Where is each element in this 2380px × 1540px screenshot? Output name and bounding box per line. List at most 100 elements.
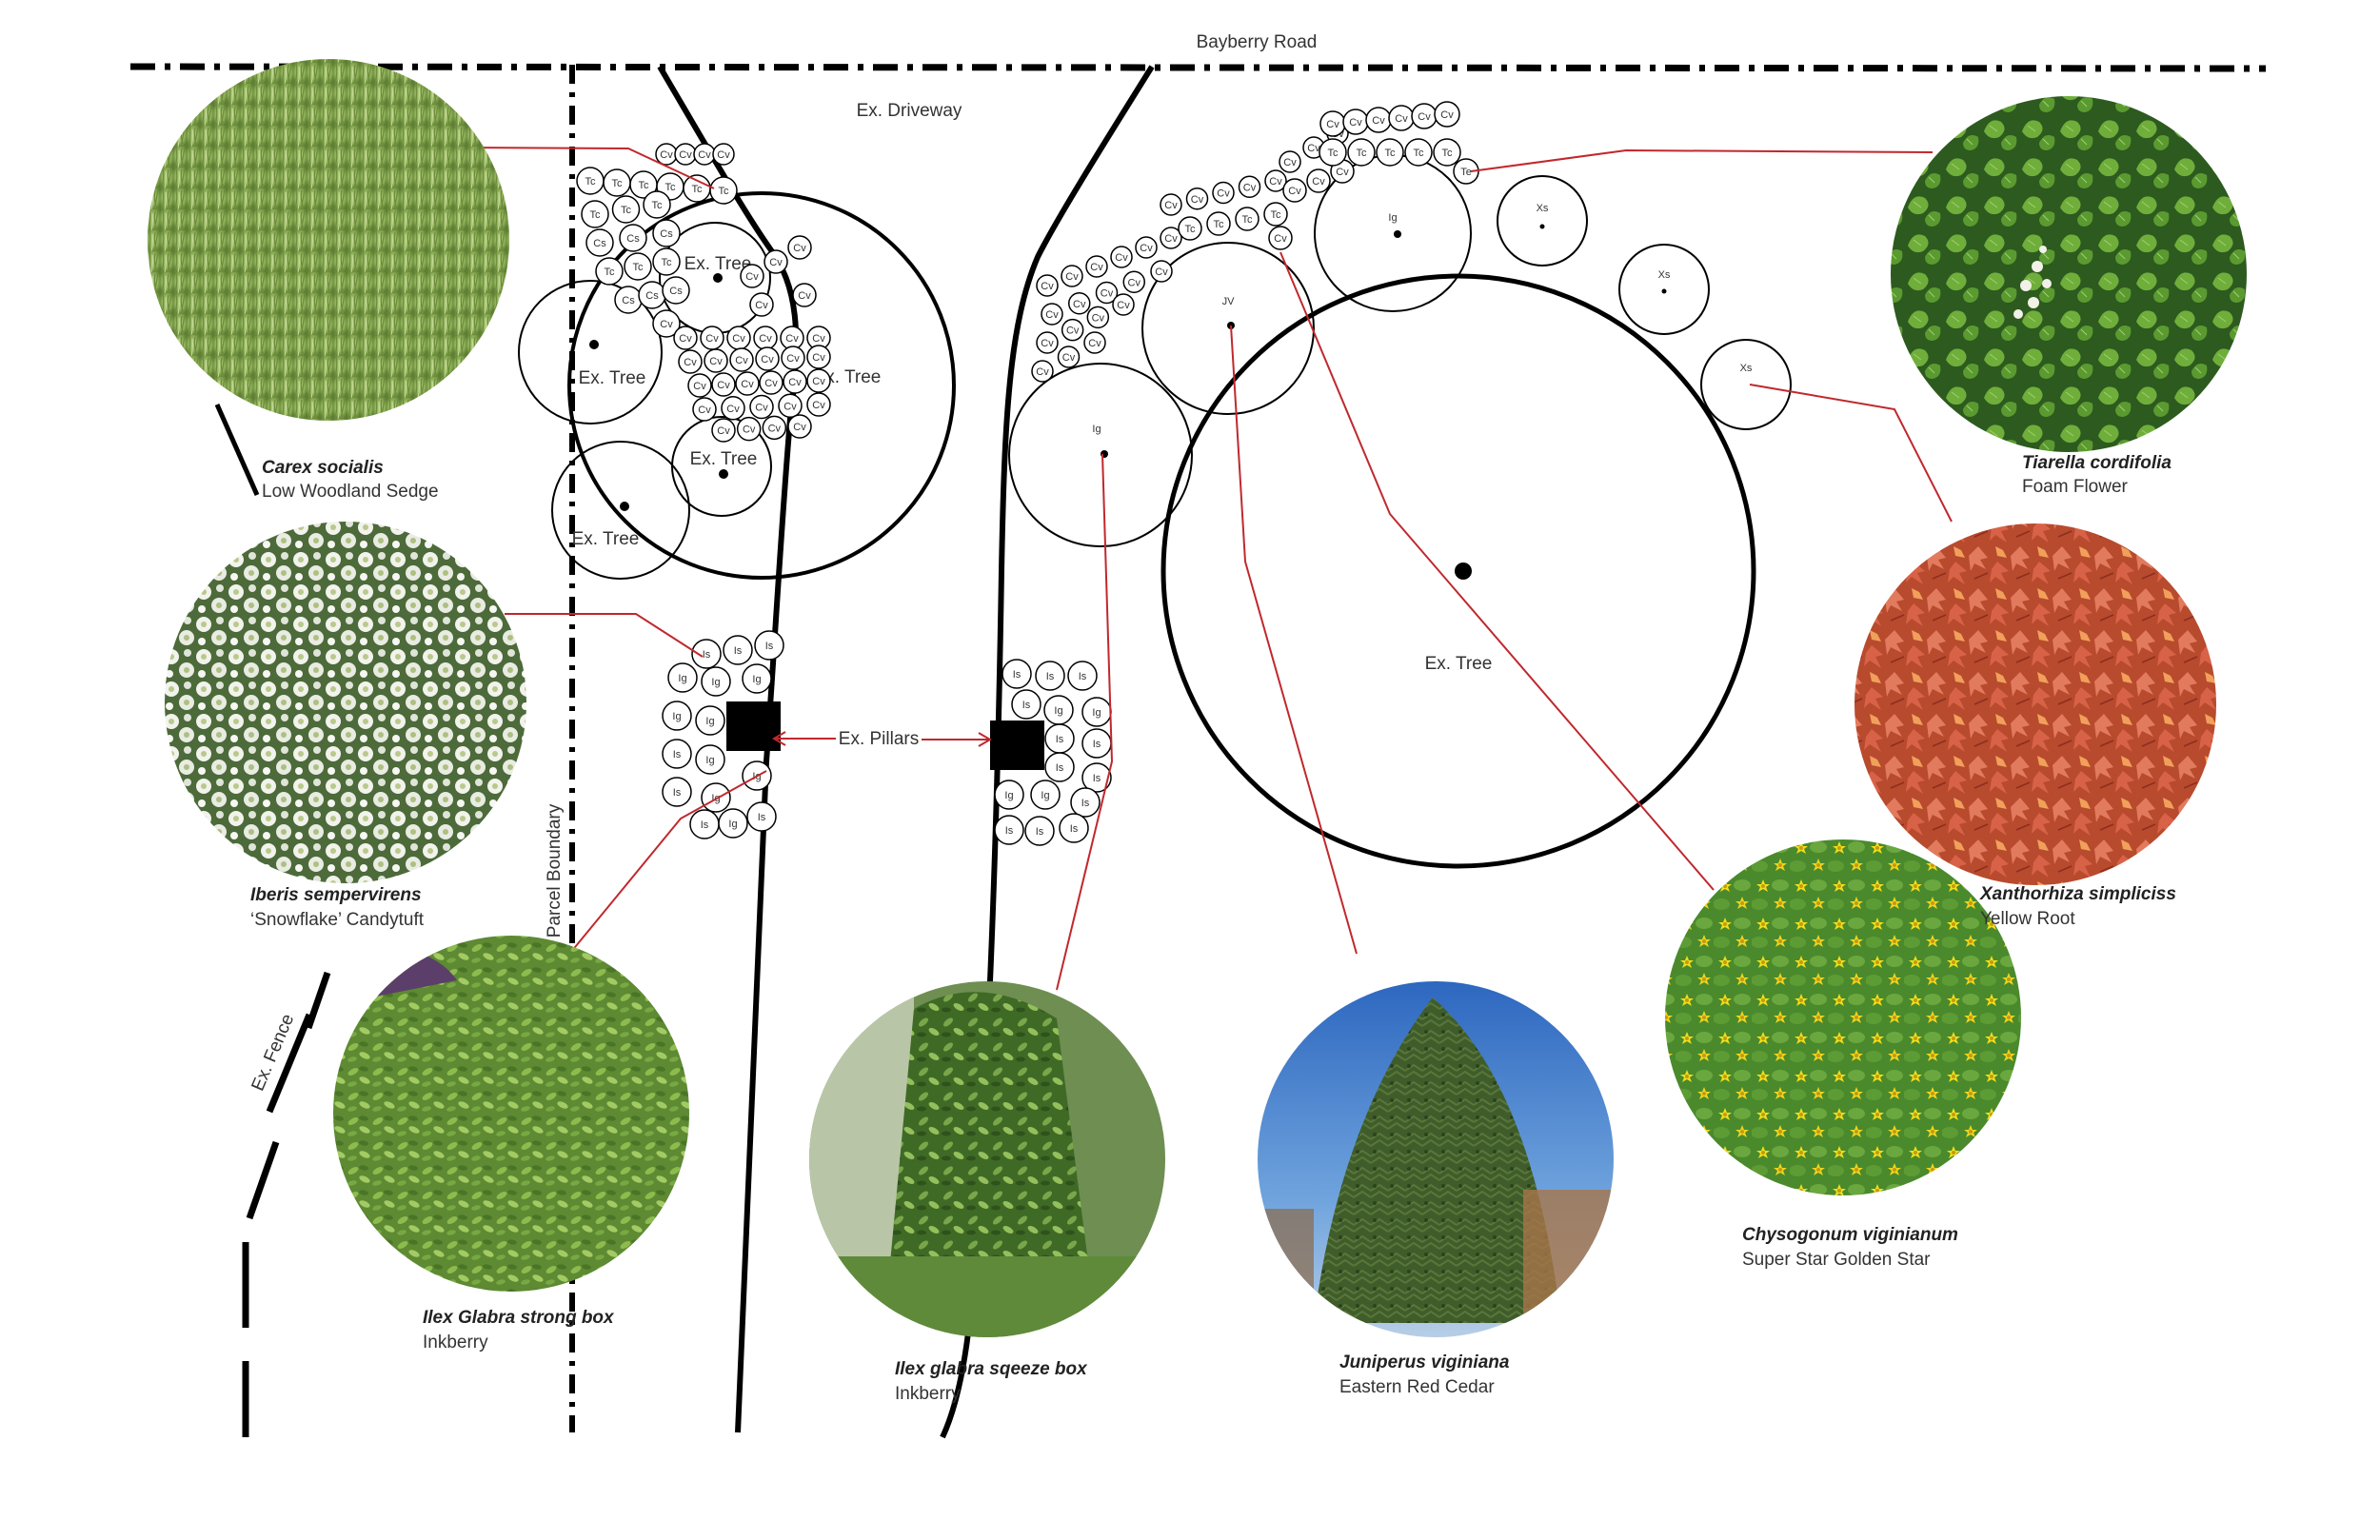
groundcover-plant-circle: [652, 309, 681, 338]
groundcover-plant-code: Cv: [768, 423, 782, 434]
groundcover-plant-circle: [662, 701, 692, 731]
svg-text:Ilex glabra sqeeze box: Ilex glabra sqeeze box: [895, 1359, 1088, 1379]
carex-pointer: [214, 403, 260, 497]
groundcover-plant-code: Te: [1460, 167, 1472, 178]
groundcover-plant-circle: [783, 369, 807, 394]
groundcover-plant-circle: [678, 349, 703, 374]
groundcover-plant-code: Cv: [1065, 271, 1079, 283]
groundcover-plant-circle: [1319, 138, 1347, 167]
groundcover-plant-code: Cv: [1191, 194, 1204, 206]
groundcover-plant-code: Cv: [1336, 167, 1349, 178]
groundcover-plant-code: Tc: [1214, 219, 1225, 230]
pillars-leader-right: [922, 732, 992, 747]
groundcover-plant-code: Cv: [1062, 352, 1076, 364]
groundcover-plant-code: Cs: [669, 286, 683, 297]
groundcover-plant-circle: [673, 326, 698, 350]
groundcover-plant-code: Cv: [1288, 186, 1301, 197]
groundcover-plant-code: Cv: [1041, 281, 1054, 292]
groundcover-plant-circle: [1135, 236, 1158, 259]
groundcover-plant-code: Cv: [1395, 113, 1408, 125]
groundcover-plant-code: Is: [1046, 671, 1055, 682]
groundcover-plant-circle: [749, 292, 774, 317]
ilex-squeeze-photo: [809, 981, 1165, 1337]
groundcover-plant-code: Cv: [717, 380, 730, 391]
groundcover-plant-circle: [1110, 246, 1133, 268]
groundcover-plant-code: Tc: [590, 209, 602, 221]
caption-tiarella: Tiarella cordifolia Foam Flower: [2022, 453, 2172, 497]
groundcover-plant-circle: [643, 190, 671, 219]
groundcover-plant-code: Cv: [679, 149, 692, 161]
pillar-right: [990, 721, 1044, 770]
groundcover-plant-code: Cv: [660, 149, 673, 161]
ilex-strong-photo: [333, 936, 689, 1292]
groundcover-plant-code: Is: [1036, 826, 1044, 838]
groundcover-plant-code: Cv: [705, 333, 719, 345]
groundcover-plant-circle: [1061, 265, 1083, 287]
groundcover-plant-code: Cv: [761, 354, 774, 365]
groundcover-plant-code: Is: [1022, 700, 1031, 711]
groundcover-plant-circle: [742, 663, 772, 694]
groundcover-plant-circle: [1081, 762, 1112, 793]
caption-ilex-squeeze: Ilex glabra sqeeze box Inkberry: [895, 1359, 1088, 1404]
groundcover-plant-code: Ig: [728, 819, 737, 830]
groundcover-plant-code: Tc: [1442, 148, 1454, 159]
groundcover-plant-code: Cv: [812, 400, 825, 411]
groundcover-plant-code: Is: [765, 641, 774, 652]
groundcover-plant-code: Is: [1093, 739, 1101, 750]
groundcover-plant-code: Cv: [717, 425, 730, 437]
groundcover-plant-code: Cv: [793, 422, 806, 433]
groundcover-plant-code: Cv: [741, 379, 754, 390]
groundcover-plant-circle: [740, 264, 764, 288]
groundcover-plant-code: Cv: [1066, 326, 1080, 337]
existing-tree-small-4: [551, 441, 690, 580]
groundcover-plant-code: Cs: [660, 228, 673, 240]
groundcover-plant-circle: [712, 143, 735, 166]
xanthorhiza-photo: [1854, 523, 2216, 885]
tree-label-2: Ex. Tree: [684, 254, 752, 274]
groundcover-plant-code: Ig: [1092, 707, 1101, 719]
groundcover-plant-circle: [1263, 202, 1288, 227]
groundcover-plant-code: Cs: [645, 290, 659, 302]
groundcover-plant-circle: [662, 777, 692, 807]
caption-juniperus: Juniperus viginiana Eastern Red Cedar: [1339, 1352, 1510, 1397]
groundcover-plant-circle: [1068, 292, 1091, 315]
groundcover-plant-circle: [652, 247, 681, 276]
groundcover-plant-code: Tc: [639, 180, 650, 191]
leader-lines: [464, 147, 1953, 991]
groundcover-plant-code: Cv: [788, 377, 802, 388]
svg-text:Super Star Golden Star: Super Star Golden Star: [1742, 1250, 1931, 1270]
groundcover-plant-code: Is: [758, 812, 766, 823]
groundcover-plant-circle: [687, 373, 712, 398]
groundcover-plant-circle: [778, 393, 803, 418]
tree-label-1: Ex. Tree: [579, 368, 646, 388]
groundcover-plant-circle: [704, 348, 728, 373]
groundcover-plant-code: Ig: [705, 755, 714, 766]
caption-ilex-strong: Ilex Glabra strong box Inkberry: [423, 1308, 615, 1352]
groundcover-plant-code: Cv: [1073, 299, 1086, 310]
groundcover-plant-code: Tc: [1185, 224, 1197, 235]
groundcover-plant-code: Cv: [798, 290, 811, 302]
groundcover-plant-circle: [1264, 169, 1287, 192]
groundcover-plant-code: Cv: [743, 424, 756, 436]
groundcover-plant-circle: [652, 219, 681, 247]
groundcover-plant-circle: [781, 346, 805, 370]
groundcover-plant-circle: [581, 200, 609, 228]
groundcover-plant-code: Cv: [786, 353, 800, 365]
groundcover-plant-circle: [662, 739, 692, 769]
groundcover-plant-code: Is: [1056, 734, 1064, 745]
tree-label-6: Ex. Tree: [1425, 654, 1493, 674]
svg-text:Ilex Glabra strong box: Ilex Glabra strong box: [423, 1308, 615, 1328]
existing-tree-small-3: [671, 416, 772, 517]
existing-tree-small-1: [518, 280, 663, 424]
groundcover-plant-circle: [1095, 281, 1119, 305]
groundcover-plant-code: Cs: [593, 238, 606, 249]
groundcover-plant-circle: [806, 392, 831, 417]
groundcover-plant-code: Ig: [1041, 790, 1049, 801]
groundcover-plant-circle: [595, 257, 624, 286]
caption-carex: Carex socialis Low Woodland Sedge: [262, 458, 439, 502]
svg-text:Xanthorhiza simpliciss: Xanthorhiza simpliciss: [1979, 884, 2176, 904]
groundcover-plant-circle: [701, 782, 731, 813]
groundcover-plant-code: Cv: [1269, 176, 1282, 188]
groundcover-plant-circle: [1404, 138, 1433, 167]
